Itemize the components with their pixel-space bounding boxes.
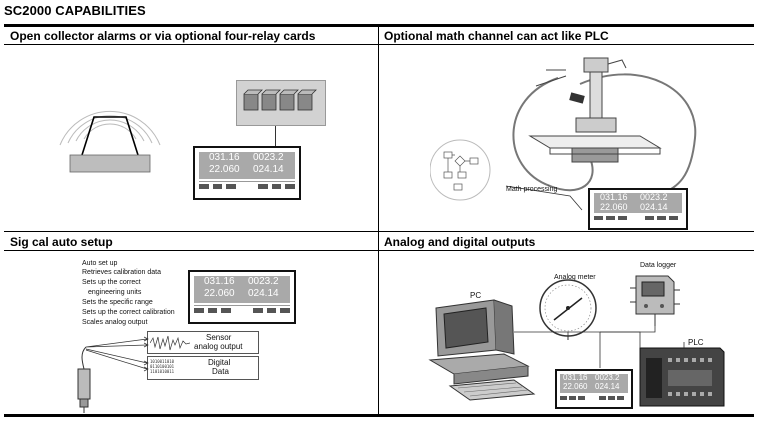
lcd-value: 031.16: [563, 373, 588, 382]
sc2000-display-2: 031.16 0023.2 22.060 024.14: [588, 188, 688, 230]
setup-step: Sets the specific range: [82, 299, 153, 306]
sensor-label: analog output: [194, 342, 243, 351]
data-logger-icon: [630, 275, 680, 326]
middle-rule: [4, 231, 754, 232]
lcd-value: 0023.2: [640, 192, 668, 202]
panel-title-math: Optional math channel can act like PLC: [384, 29, 609, 43]
binary-pattern-icon: 1010011010 0110100101 1101010011: [150, 359, 175, 374]
plc-label: PLC: [688, 338, 704, 347]
digital-label: Digital: [208, 358, 231, 367]
lcd-value: 024.14: [248, 288, 279, 299]
lcd-value: 22.060: [563, 382, 588, 391]
header-bottom-rule-2: [4, 250, 754, 251]
lcd-value: 0023.2: [248, 276, 279, 287]
digital-label: Data: [212, 367, 229, 376]
setup-step: Sets up the correct calibration: [82, 309, 175, 316]
header-bottom-rule-1: [4, 44, 754, 45]
top-thick-rule: [4, 24, 754, 27]
pc-icon: [428, 299, 536, 401]
sensor-analog-output-box: Sensor analog output: [147, 331, 259, 354]
page-title: SC2000 CAPABILITIES: [4, 3, 146, 18]
setup-step: Retrieves calibration data: [82, 269, 161, 276]
math-plc-illustration: [430, 57, 697, 211]
lcd-value: 22.060: [209, 164, 240, 175]
sensor-probe-illustration: [77, 336, 149, 413]
panel-title-alarms: Open collector alarms or via optional fo…: [10, 29, 316, 43]
analog-meter-label: Analog meter: [554, 274, 596, 281]
alarm-beacon-illustration: [59, 110, 161, 173]
sc2000-display-4: 031.16 0023.2 22.060 024.14: [555, 369, 633, 409]
lcd-value: 031.16: [209, 152, 240, 163]
lcd-value: 024.14: [253, 164, 284, 175]
panel-title-outputs: Analog and digital outputs: [384, 235, 536, 249]
relay-to-display-line: [275, 126, 276, 146]
relay-card-icon: [236, 80, 326, 126]
data-logger-label: Data logger: [640, 262, 677, 269]
lcd-value: 024.14: [640, 202, 668, 212]
digital-data-box: 1010011010 0110100101 1101010011 Digital…: [147, 356, 259, 380]
outputs-illustration: [428, 275, 725, 407]
bottom-thick-rule: [4, 414, 754, 417]
setup-step: Sets up the correct: [82, 279, 141, 286]
math-processing-label: Math processing: [506, 186, 558, 193]
analog-meter-icon: [539, 279, 597, 340]
setup-step: Scales analog output: [82, 319, 148, 326]
lcd-value: 031.16: [600, 192, 628, 202]
waveform-icon: [150, 335, 190, 351]
sc2000-display-1: 031.16 0023.2 22.060 024.14: [193, 146, 301, 200]
lcd-value: 0023.2: [253, 152, 284, 163]
vertical-divider: [378, 27, 379, 414]
setup-step: Auto set up: [82, 260, 118, 267]
sensor-label: Sensor: [206, 333, 232, 342]
lcd-value: 031.16: [204, 276, 235, 287]
panel-title-sigcal: Sig cal auto setup: [10, 235, 113, 249]
pc-label: PC: [470, 291, 482, 300]
setup-step: engineering units: [88, 289, 142, 296]
lcd-value: 024.14: [595, 382, 620, 391]
lcd-value: 22.060: [204, 288, 235, 299]
lcd-value: 0023.2: [595, 373, 620, 382]
sc2000-display-3: 031.16 0023.2 22.060 024.14: [188, 270, 296, 324]
plc-icon: [639, 347, 725, 407]
lcd-value: 22.060: [600, 202, 628, 212]
